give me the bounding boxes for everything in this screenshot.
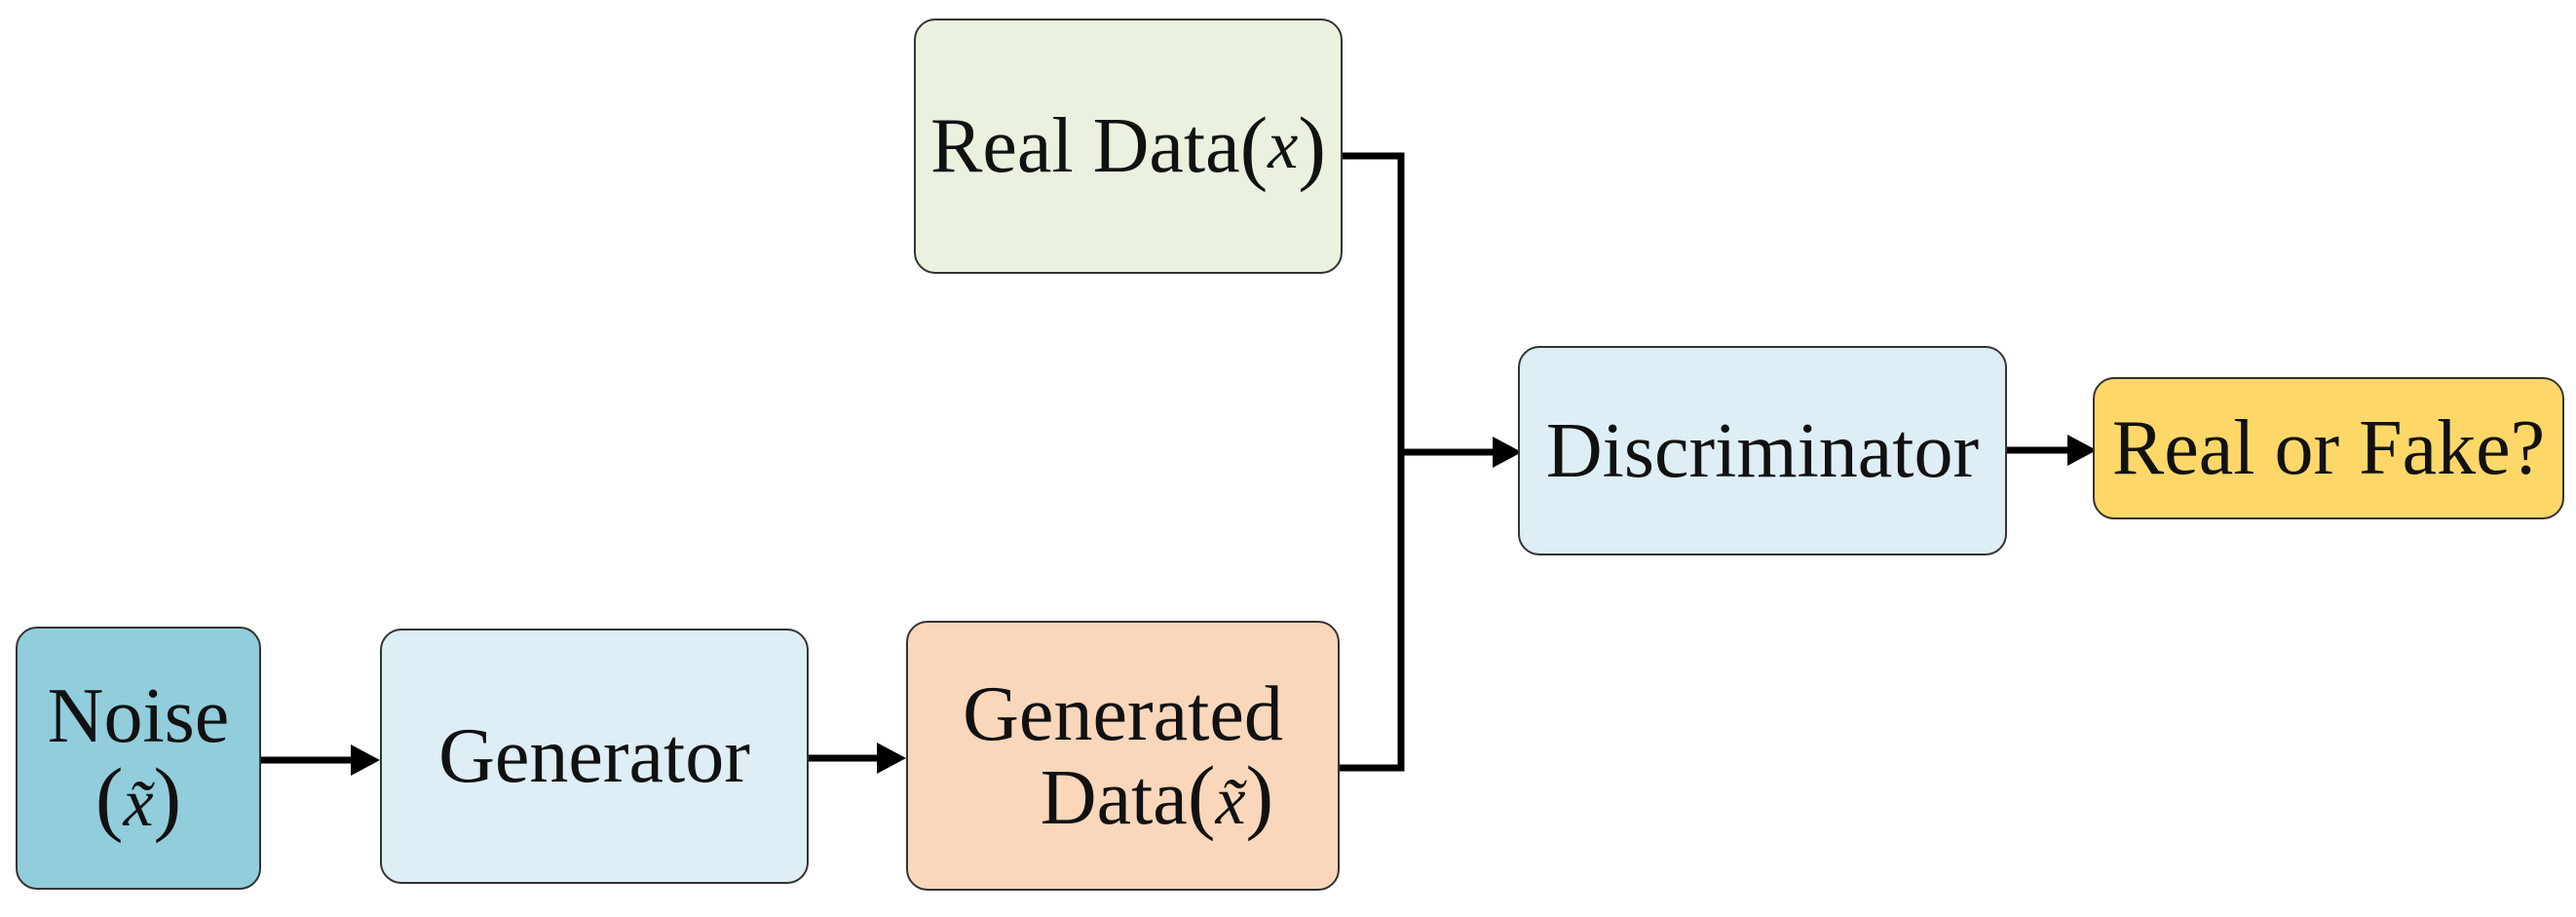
- arrowhead-generator: [351, 745, 380, 776]
- noise-label: Noise: [47, 673, 230, 759]
- generated-data-paren-open: (: [1187, 747, 1216, 842]
- arrowhead-real-or-fake: [2067, 435, 2097, 466]
- generated-data-paren-close: ): [1245, 747, 1274, 842]
- arrowhead-discriminator: [1493, 437, 1522, 468]
- real-data-symbol: x: [1268, 108, 1299, 183]
- real-data-paren-close: ): [1298, 99, 1326, 193]
- generated-data-text: Generated Data(x̃): [963, 675, 1283, 837]
- noise-symbol-line: (x̃): [95, 755, 181, 839]
- generated-data-line2: Data(x̃): [972, 753, 1273, 837]
- real-or-fake-node: Real or Fake?: [2093, 377, 2564, 519]
- real-or-fake-label: Real or Fake?: [2111, 405, 2546, 491]
- generated-data-label-line2: Data: [1040, 754, 1188, 841]
- edge-real-data-to-junction: [1343, 152, 1405, 452]
- generator-node: Generator: [380, 629, 809, 884]
- generated-data-symbol: x̃: [1215, 763, 1246, 839]
- real-data-paren-open: (: [1239, 99, 1269, 193]
- noise-paren-close: ): [153, 750, 182, 844]
- generated-data-label-line1: Generated: [963, 670, 1283, 757]
- edge-generated-data-to-junction: [1340, 452, 1405, 772]
- generator-label: Generator: [438, 713, 750, 799]
- real-data-label: Real Data: [930, 103, 1240, 189]
- noise-node: Noise (x̃): [16, 627, 261, 890]
- arrowhead-generated-data: [877, 743, 906, 774]
- noise-paren-open: (: [95, 750, 124, 844]
- discriminator-node: Discriminator: [1518, 346, 2007, 555]
- noise-text: Noise (x̃): [48, 677, 230, 839]
- generated-data-node: Generated Data(x̃): [906, 621, 1340, 891]
- real-data-node: Real Data(x): [914, 19, 1343, 274]
- discriminator-label: Discriminator: [1545, 407, 1980, 494]
- noise-symbol: x̃: [123, 766, 154, 841]
